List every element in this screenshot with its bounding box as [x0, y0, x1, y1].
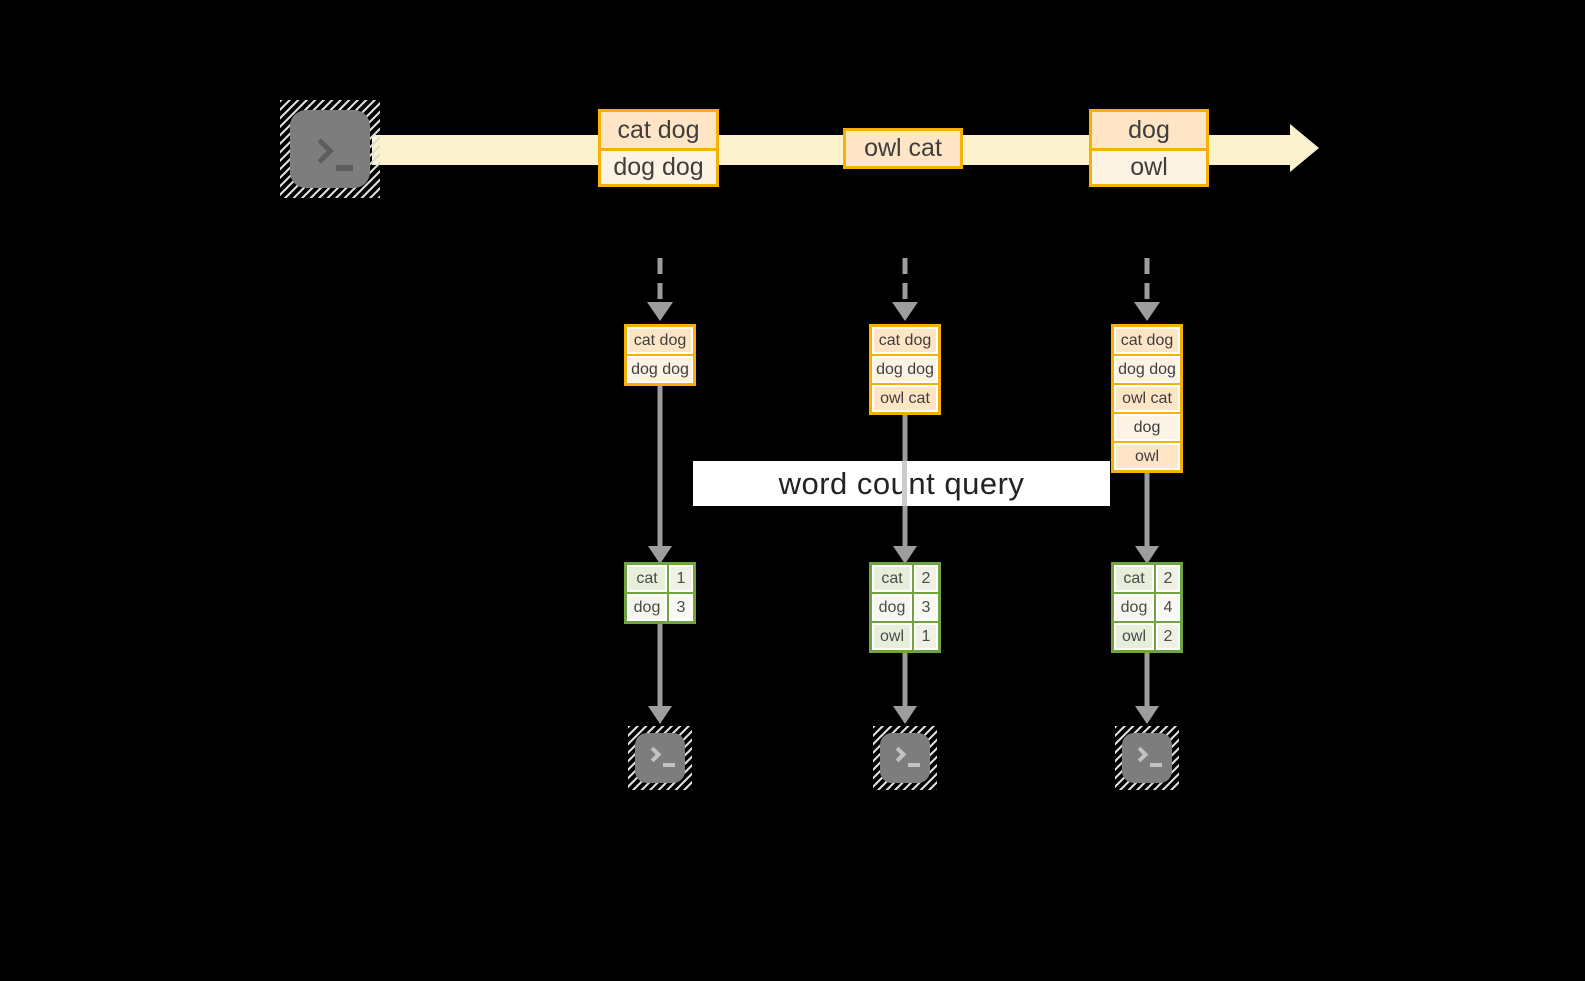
count-cell: 3: [914, 594, 938, 621]
count-row: dog 3: [627, 594, 693, 621]
count-cell: 2: [914, 565, 938, 592]
buffer-cell: owl cat: [872, 385, 938, 412]
arrow-through-banner: [902, 461, 907, 506]
output-terminal-icon-2: [873, 726, 937, 790]
count-cell: 2: [1156, 623, 1180, 650]
buffer-cell: cat dog: [1114, 327, 1180, 354]
stream-event-box-3: dog owl: [1089, 109, 1209, 187]
stream-event-box-2: owl cat: [843, 128, 963, 169]
stream-event-line: owl: [1092, 148, 1206, 184]
stream-event-line: cat dog: [601, 112, 716, 148]
word-cell: dog: [627, 594, 667, 621]
stream-event-line: dog: [1092, 112, 1206, 148]
buffer-stack-1: cat dog dog dog: [624, 324, 696, 386]
query-arrowhead-1: [648, 546, 672, 564]
output-terminal-icon-1: [628, 726, 692, 790]
terminal-screen: [290, 110, 370, 188]
buffer-cell: owl: [1114, 443, 1180, 470]
count-cell: 2: [1156, 565, 1180, 592]
count-table-2: cat 2 dog 3 owl 1: [869, 562, 941, 653]
output-terminal-icon-3: [1115, 726, 1179, 790]
buffer-cell: owl cat: [1114, 385, 1180, 412]
count-row: owl 1: [872, 623, 938, 650]
count-cell: 4: [1156, 594, 1180, 621]
buffer-stack-2: cat dog dog dog owl cat: [869, 324, 941, 415]
terminal-underscore-icon: [663, 763, 675, 767]
word-cell: owl: [1114, 623, 1154, 650]
count-cell: 3: [669, 594, 693, 621]
ingest-arrowhead-1: [647, 302, 673, 321]
terminal-screen: [635, 733, 685, 783]
buffer-cell: cat dog: [627, 327, 693, 354]
query-arrowhead-2: [893, 546, 917, 564]
ingest-arrowhead-3: [1134, 302, 1160, 321]
stream-band-arrowhead-icon: [1290, 124, 1319, 172]
word-cell: cat: [872, 565, 912, 592]
count-cell: 1: [669, 565, 693, 592]
word-cell: cat: [1114, 565, 1154, 592]
banner-label: word count query: [778, 465, 1025, 501]
word-cell: dog: [1114, 594, 1154, 621]
count-row: dog 4: [1114, 594, 1180, 621]
output-arrowhead-3: [1135, 706, 1159, 724]
terminal-screen: [1122, 733, 1172, 783]
buffer-stack-3: cat dog dog dog owl cat dog owl: [1111, 324, 1183, 473]
count-row: owl 2: [1114, 623, 1180, 650]
word-cell: dog: [872, 594, 912, 621]
count-row: cat 2: [1114, 565, 1180, 592]
output-arrowhead-1: [648, 706, 672, 724]
count-row: cat 1: [627, 565, 693, 592]
ingest-arrowhead-2: [892, 302, 918, 321]
stream-event-box-1: cat dog dog dog: [598, 109, 719, 187]
stream-event-line: dog dog: [601, 148, 716, 184]
terminal-chevron-icon: [890, 746, 907, 763]
word-cell: cat: [627, 565, 667, 592]
buffer-cell: cat dog: [872, 327, 938, 354]
terminal-underscore-icon: [908, 763, 920, 767]
stream-event-line: owl cat: [846, 131, 960, 166]
terminal-underscore-icon: [336, 165, 353, 171]
terminal-screen: [880, 733, 930, 783]
terminal-chevron-icon: [645, 746, 662, 763]
terminal-chevron-icon: [1132, 746, 1149, 763]
query-arrowhead-3: [1135, 546, 1159, 564]
word-count-query-banner: word count query: [693, 461, 1110, 506]
count-row: dog 3: [872, 594, 938, 621]
count-cell: 1: [914, 623, 938, 650]
count-row: cat 2: [872, 565, 938, 592]
terminal-underscore-icon: [1150, 763, 1162, 767]
buffer-cell: dog dog: [1114, 356, 1180, 383]
source-terminal-icon: [280, 100, 380, 198]
buffer-cell: dog: [1114, 414, 1180, 441]
word-cell: owl: [872, 623, 912, 650]
buffer-cell: dog dog: [627, 356, 693, 383]
output-arrowhead-2: [893, 706, 917, 724]
count-table-3: cat 2 dog 4 owl 2: [1111, 562, 1183, 653]
count-table-1: cat 1 dog 3: [624, 562, 696, 624]
buffer-cell: dog dog: [872, 356, 938, 383]
